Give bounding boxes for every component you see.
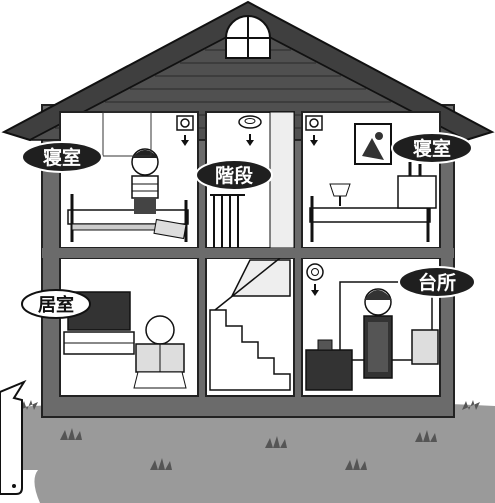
label-kitchen-text: 台所 — [418, 271, 456, 294]
label-living: 居室 — [22, 290, 90, 318]
label-stairs-text: 階段 — [215, 164, 254, 187]
label-kitchen: 台所 — [399, 267, 475, 297]
label-bedroom-right: 寝室 — [392, 133, 472, 163]
label-bedroom-right-text: 寝室 — [413, 137, 451, 160]
label-living-text: 居室 — [38, 294, 74, 316]
label-stairs: 階段 — [196, 160, 272, 190]
label-bedroom-left-text: 寝室 — [43, 146, 81, 169]
attic-window — [226, 16, 270, 58]
floor-divider — [42, 248, 454, 258]
callout-fragment — [0, 382, 24, 494]
label-bedroom-left: 寝室 — [22, 142, 102, 172]
